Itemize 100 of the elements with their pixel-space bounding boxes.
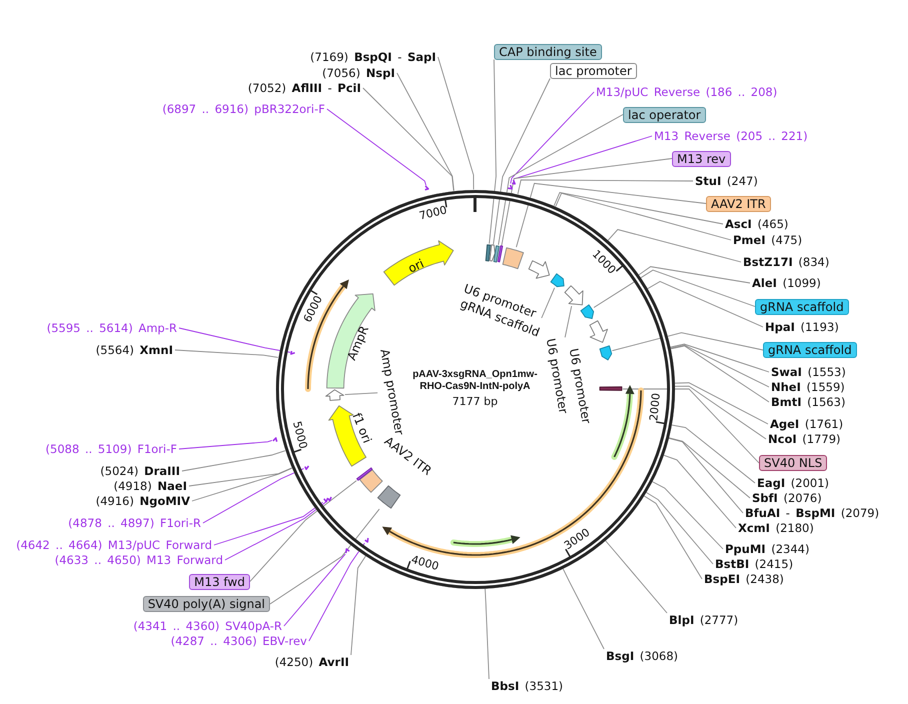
- tick-label: 6000: [300, 293, 325, 324]
- leader-line: [308, 542, 366, 642]
- tick-label: 7000: [418, 203, 448, 223]
- feature-tag: SV40 poly(A) signal: [142, 596, 270, 612]
- restriction-site-label: PmeI (475): [731, 233, 804, 247]
- leader-line: [668, 437, 750, 498]
- restriction-site-label: EagI (2001): [755, 476, 832, 490]
- restriction-site-label: BlpI (2777): [667, 613, 740, 627]
- leader-line: [188, 468, 292, 486]
- feature-tag: AAV2 ITR: [706, 196, 771, 212]
- primer-label: (5595 .. 5614) Amp-R: [44, 321, 179, 335]
- feature-tag: M13 rev: [672, 150, 731, 166]
- feature-label: f1 ori: [350, 410, 374, 446]
- leader-line: [670, 344, 770, 372]
- leader-line: [564, 306, 572, 338]
- restriction-site-label: HpaI (1193): [763, 320, 841, 334]
- feature-tag: lac promoter: [550, 62, 637, 78]
- leader-line: [517, 180, 694, 195]
- leader-line: [344, 392, 378, 395]
- leader-line: [562, 568, 604, 650]
- primer-label: (4287 .. 4306) EBV-rev: [168, 634, 309, 648]
- leader-line: [350, 555, 366, 656]
- primer-label: (5088 .. 5109) F1ori-F: [44, 442, 179, 456]
- primer-label: (4642 .. 4664) M13/pUC Forward: [14, 538, 214, 552]
- feature-tag: gRNA scaffold: [763, 342, 857, 358]
- leader-line: [608, 229, 742, 262]
- restriction-site-label: BsgI (3068): [604, 649, 680, 663]
- leader-line: [174, 350, 278, 358]
- restriction-site-label: BspEI (2438): [702, 572, 786, 586]
- leader-line: [326, 108, 426, 186]
- restriction-site-label: (7052) AflIII - PciI: [246, 81, 363, 95]
- leader-line: [501, 158, 672, 246]
- leader-line: [270, 508, 380, 604]
- leader-line: [622, 388, 760, 464]
- feature-tag: M13 fwd: [189, 574, 250, 590]
- plasmid-name: pAAV-3xsgRNA_Opn1mw-RHO-Cas9N-IntN-polyA: [412, 369, 538, 393]
- leader-line: [214, 502, 324, 546]
- restriction-site-label: (4918) NaeI: [112, 479, 189, 493]
- primer-label: (4633 .. 4650) M13 Forward: [52, 553, 225, 567]
- leader-line: [182, 450, 286, 472]
- restriction-site-label: SwaI (1553): [769, 365, 848, 379]
- leader-line: [192, 468, 292, 502]
- leader-line: [593, 270, 756, 308]
- restriction-site-label: (5564) XmnI: [94, 343, 175, 357]
- plasmid-backbone: [276, 190, 674, 588]
- tick-label: 4000: [410, 552, 440, 574]
- restriction-site-label: AgeI (1761): [768, 417, 846, 431]
- restriction-site-label: AscI (465): [723, 217, 790, 231]
- feature-label: ori: [406, 256, 426, 276]
- restriction-site-label: (7056) NspI: [320, 66, 397, 80]
- restriction-site-label: (4916) NgoMIV: [94, 494, 192, 508]
- leader-line: [555, 192, 732, 240]
- restriction-site-label: NheI (1559): [769, 380, 847, 394]
- leader-line: [674, 382, 768, 424]
- leader-line: [484, 588, 490, 680]
- primer-label: (4878 .. 4897) F1ori-R: [66, 516, 203, 530]
- restriction-site-label: SbfI (2076): [750, 491, 824, 505]
- leader-line: [178, 328, 291, 353]
- feature-tag: CAP binding site: [494, 44, 602, 60]
- primer-label: M13/pUC Reverse (186 .. 208): [594, 85, 780, 99]
- primer-label: (4341 .. 4360) SV40pA-R: [131, 619, 284, 633]
- leader-line: [674, 386, 766, 440]
- leader-line: [668, 438, 744, 514]
- plasmid-size: 7177 bp: [452, 395, 498, 408]
- restriction-site-label: BfuAI - BspMI (2079): [743, 506, 882, 520]
- leader-line: [670, 346, 770, 402]
- primer-label: M13 Reverse (205 .. 221): [652, 129, 810, 143]
- feature-label: Amp promoter: [378, 348, 406, 436]
- leader-line: [498, 114, 624, 246]
- leader-line: [670, 424, 756, 484]
- restriction-site-label: BstZ17I (834): [741, 255, 832, 269]
- leader-line: [604, 540, 668, 614]
- restriction-site-label: XcmI (2180): [736, 521, 816, 535]
- leader-line: [516, 182, 706, 248]
- feature-tag: lac operator: [623, 106, 706, 122]
- leader-line: [202, 468, 304, 524]
- leader-line: [250, 480, 357, 582]
- leader-line: [510, 92, 594, 184]
- leader-line: [647, 280, 764, 328]
- feature-tag: gRNA scaffold: [755, 298, 849, 314]
- restriction-site-label: (4250) AvrII: [272, 655, 351, 669]
- restriction-site-label: AleI (1099): [750, 276, 823, 290]
- feature-tag: SV40 NLS: [759, 455, 828, 471]
- restriction-site-label: BstBI (2415): [713, 557, 796, 571]
- leader-line: [284, 554, 346, 626]
- leader-line: [643, 495, 702, 580]
- leader-line: [488, 59, 497, 244]
- tick-label: 5000: [290, 419, 310, 450]
- leader-line: [178, 440, 272, 450]
- leader-line: [670, 344, 770, 388]
- leader-line: [541, 287, 555, 318]
- leader-line: [224, 500, 328, 560]
- leader-line: [554, 192, 724, 224]
- restriction-site-label: BmtI (1563): [769, 395, 848, 409]
- leader-line: [662, 454, 736, 528]
- leader-line: [492, 78, 550, 245]
- leader-line: [638, 266, 750, 284]
- restriction-site-label: BbsI (3531): [489, 679, 566, 693]
- leader-line: [438, 56, 474, 190]
- leader-line: [514, 136, 652, 180]
